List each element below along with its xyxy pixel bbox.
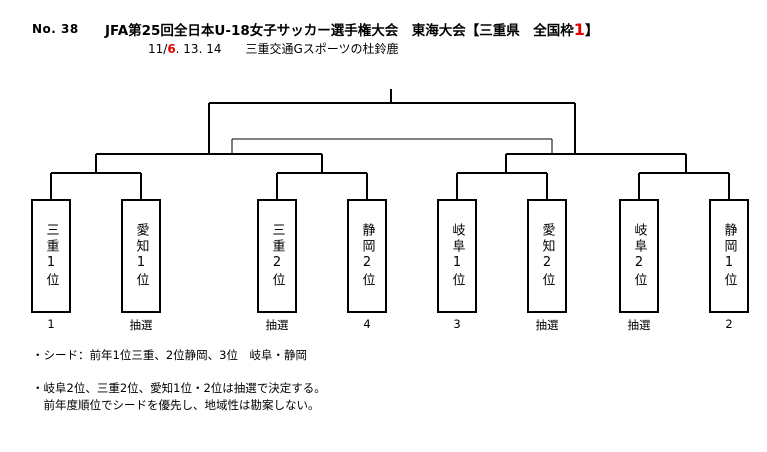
date-highlight: 6 (167, 42, 176, 56)
note-seed: ・シード：前年1位三重、2位静岡、3位 岐阜・静岡 (32, 348, 307, 362)
date-month: 11/ (148, 42, 168, 56)
seed-label: 3 (453, 317, 461, 331)
team-name: 静岡1位 (721, 223, 737, 289)
note-lottery-line1: ・岐阜2位、三重2位、愛知1位・2位は抽選で決定する。 (32, 381, 326, 395)
seed-label: 抽選 (627, 318, 651, 332)
team-box-gifu-2: 岐阜2位 (619, 199, 659, 313)
team-name: 岐阜2位 (631, 223, 647, 289)
title-text: JFA第25回全日本U-18女子サッカー選手権大会 東海大会【三重県 全国枠 (105, 23, 574, 39)
team-box-aichi-1: 愛知1位 (121, 199, 161, 313)
team-box-shizuoka-1: 静岡1位 (709, 199, 749, 313)
seed-label: 4 (363, 317, 371, 331)
team-name: 愛知2位 (539, 223, 555, 289)
team-box-mie-1: 三重1位 (31, 199, 71, 313)
national-slot-count: 1 (573, 20, 585, 39)
team-name: 愛知1位 (133, 223, 149, 289)
team-name: 三重1位 (43, 223, 59, 289)
team-box-shizuoka-2: 静岡2位 (347, 199, 387, 313)
date-rest-venue: . 13. 14 三重交通Gスポーツの杜鈴鹿 (175, 42, 399, 56)
team-box-aichi-2: 愛知2位 (527, 199, 567, 313)
match-number: No. 38 (32, 22, 79, 36)
seed-label: 抽選 (535, 318, 559, 332)
team-name: 岐阜1位 (449, 223, 465, 289)
date-venue: 11/6. 13. 14 三重交通Gスポーツの杜鈴鹿 (148, 40, 399, 57)
team-box-gifu-1: 岐阜1位 (437, 199, 477, 313)
tournament-title: JFA第25回全日本U-18女子サッカー選手権大会 東海大会【三重県 全国枠1】 (105, 19, 598, 39)
seed-label: 2 (725, 317, 733, 331)
seed-label: 1 (47, 317, 55, 331)
title-close: 】 (584, 23, 599, 39)
seed-label: 抽選 (265, 318, 289, 332)
team-name: 静岡2位 (359, 223, 375, 289)
team-box-mie-2: 三重2位 (257, 199, 297, 313)
note-lottery-line2: 前年度順位でシードを優先し、地域性は勘案しない。 (32, 398, 320, 412)
team-name: 三重2位 (269, 223, 285, 289)
seed-label: 抽選 (129, 318, 153, 332)
